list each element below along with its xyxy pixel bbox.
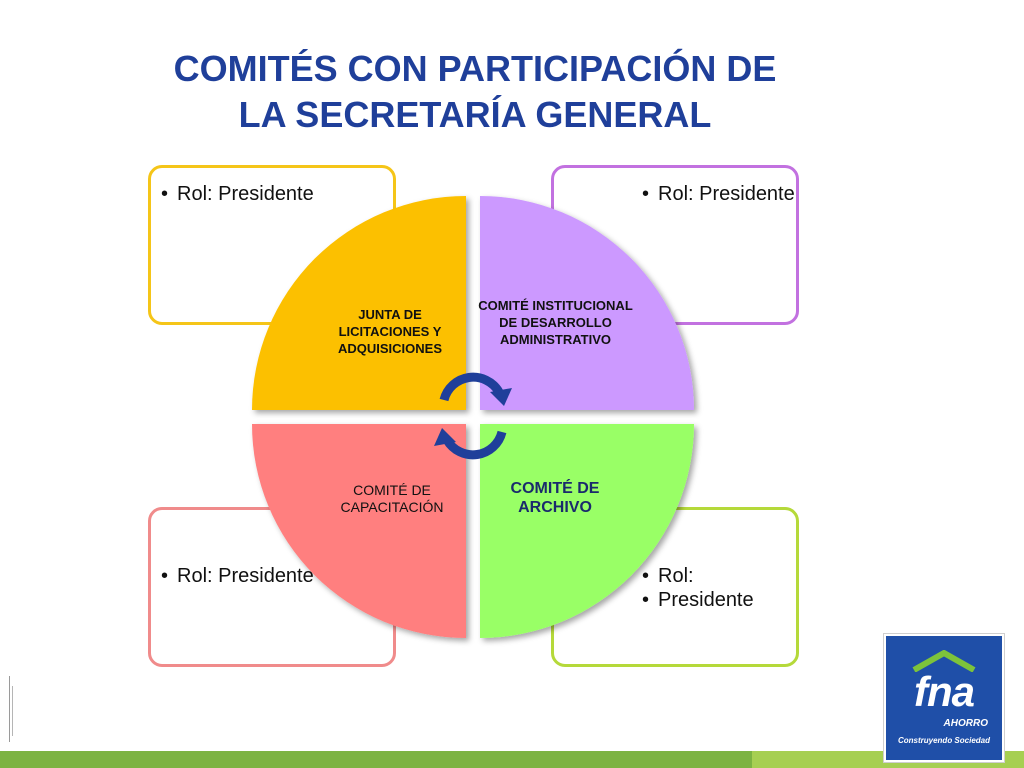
role-item: Rol: Presidente [640,182,798,206]
role-list: Rol: Presidente [159,182,393,206]
roof-icon [912,650,976,672]
footer-band [0,751,1024,768]
footer-band-dark [0,751,752,768]
cycle-arrowheads [434,388,512,446]
title-line-2: LA SECRETARÍA GENERAL [238,94,712,135]
title-line-1: COMITÉS CON PARTICIPACIÓN DE [173,48,777,89]
role-list: Rol: Presidente [640,182,796,206]
role-item: Rol: [640,564,796,588]
label-capacitacion: COMITÉ DE CAPACITACIÓN [340,482,444,515]
logo-tagline: Construyendo Sociedad [897,736,990,745]
role-item: Rol: Presidente [159,564,317,588]
role-item: Rol: Presidente [159,182,317,206]
label-archivo: COMITÉ DE ARCHIVO [510,480,600,516]
label-comite-desarrollo: COMITÉ INSTITUCIONAL DE DESARROLLO ADMIN… [478,298,633,347]
quadrant-comite-desarrollo [480,196,694,410]
quadrant-archivo [480,424,694,638]
fna-logo: fna AHORRO Construyendo Sociedad [884,634,1004,762]
role-list: Rol: Presidente [159,564,393,588]
role-list: Rol: Presidente [640,564,796,612]
cycle-arrows-icon [439,372,507,460]
role-item: Presidente [640,588,796,612]
quadrant-junta [252,196,466,410]
quadrant-capacitacion [252,424,466,638]
logo-brand: fna [914,668,975,715]
page-title: COMITÉS CON PARTICIPACIÓN DE LA SECRETAR… [0,46,950,138]
side-note-marks [9,676,13,742]
logo-sub: AHORRO [943,718,988,729]
label-junta: JUNTA DE LICITACIONES Y ADQUISICIONES [337,307,442,356]
